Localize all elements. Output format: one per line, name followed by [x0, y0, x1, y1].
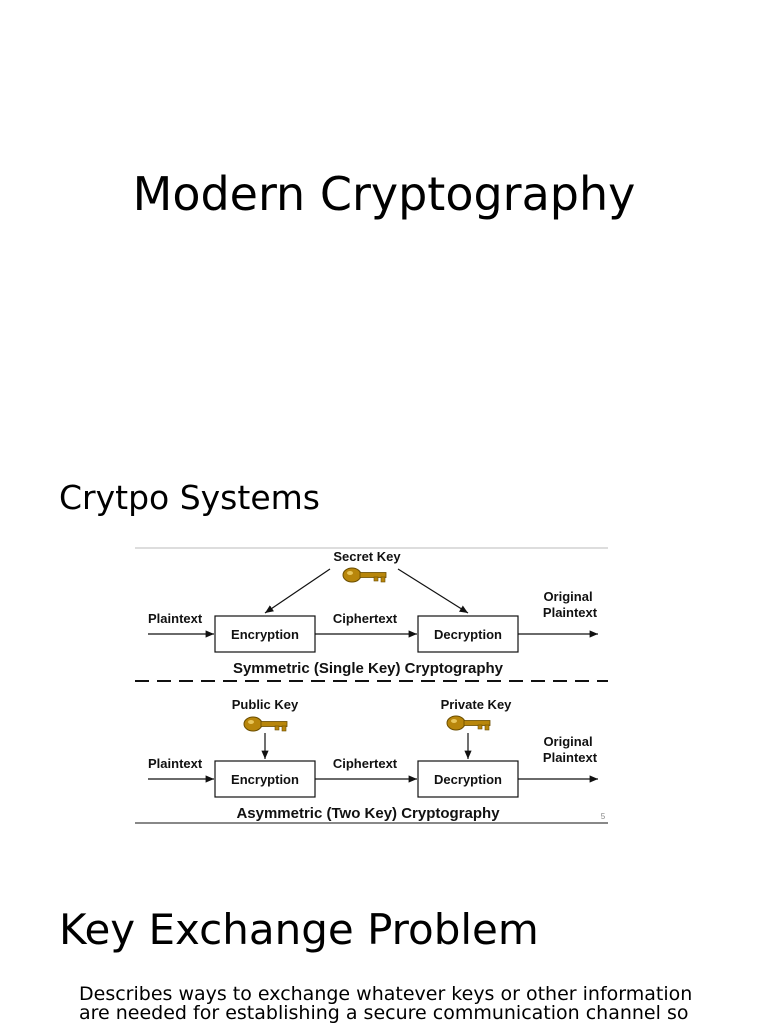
private-key-label: Private Key	[441, 697, 513, 712]
symmetric-ciphertext-label: Ciphertext	[333, 611, 398, 626]
asymmetric-caption: Asymmetric (Two Key) Cryptography	[236, 805, 500, 822]
body-line-1: Describes ways to exchange whatever keys…	[79, 983, 693, 1005]
crypto-systems-diagram: Secret Key Plaintext Encryption Cipherte…	[135, 547, 608, 824]
symmetric-output-label-line1: Original	[543, 589, 592, 604]
symmetric-plaintext-label: Plaintext	[148, 611, 203, 626]
public-key-label: Public Key	[232, 697, 299, 712]
page-number: 5	[601, 812, 606, 821]
section-heading-key-exchange: Key Exchange Problem	[59, 905, 539, 954]
section-heading-crypto-systems: Crytpo Systems	[59, 478, 320, 517]
private-key-icon	[446, 715, 491, 731]
symmetric-decryption-label: Decryption	[434, 627, 502, 642]
asymmetric-ciphertext-label: Ciphertext	[333, 756, 398, 771]
asymmetric-decryption-label: Decryption	[434, 772, 502, 787]
public-key-icon	[243, 716, 288, 732]
asymmetric-encryption-label: Encryption	[231, 772, 299, 787]
symmetric-encryption-label: Encryption	[231, 627, 299, 642]
page-title: Modern Cryptography	[132, 167, 636, 221]
symmetric-caption: Symmetric (Single Key) Cryptography	[233, 660, 504, 677]
secret-key-icon	[342, 567, 387, 583]
secret-key-arrow-to-decryption	[397, 568, 469, 614]
secret-key-arrow-to-encryption	[264, 568, 331, 614]
asymmetric-plaintext-label: Plaintext	[148, 756, 203, 771]
key-exchange-description: Describes ways to exchange whatever keys…	[79, 985, 739, 1023]
secret-key-label: Secret Key	[333, 549, 401, 564]
asymmetric-output-label-line2: Plaintext	[543, 750, 598, 765]
asymmetric-output-label-line1: Original	[543, 734, 592, 749]
symmetric-decryption-box	[417, 615, 519, 653]
asymmetric-encryption-box	[214, 760, 316, 798]
body-line-2: are needed for establishing a secure com…	[79, 1002, 689, 1024]
symmetric-output-label-line2: Plaintext	[543, 605, 598, 620]
